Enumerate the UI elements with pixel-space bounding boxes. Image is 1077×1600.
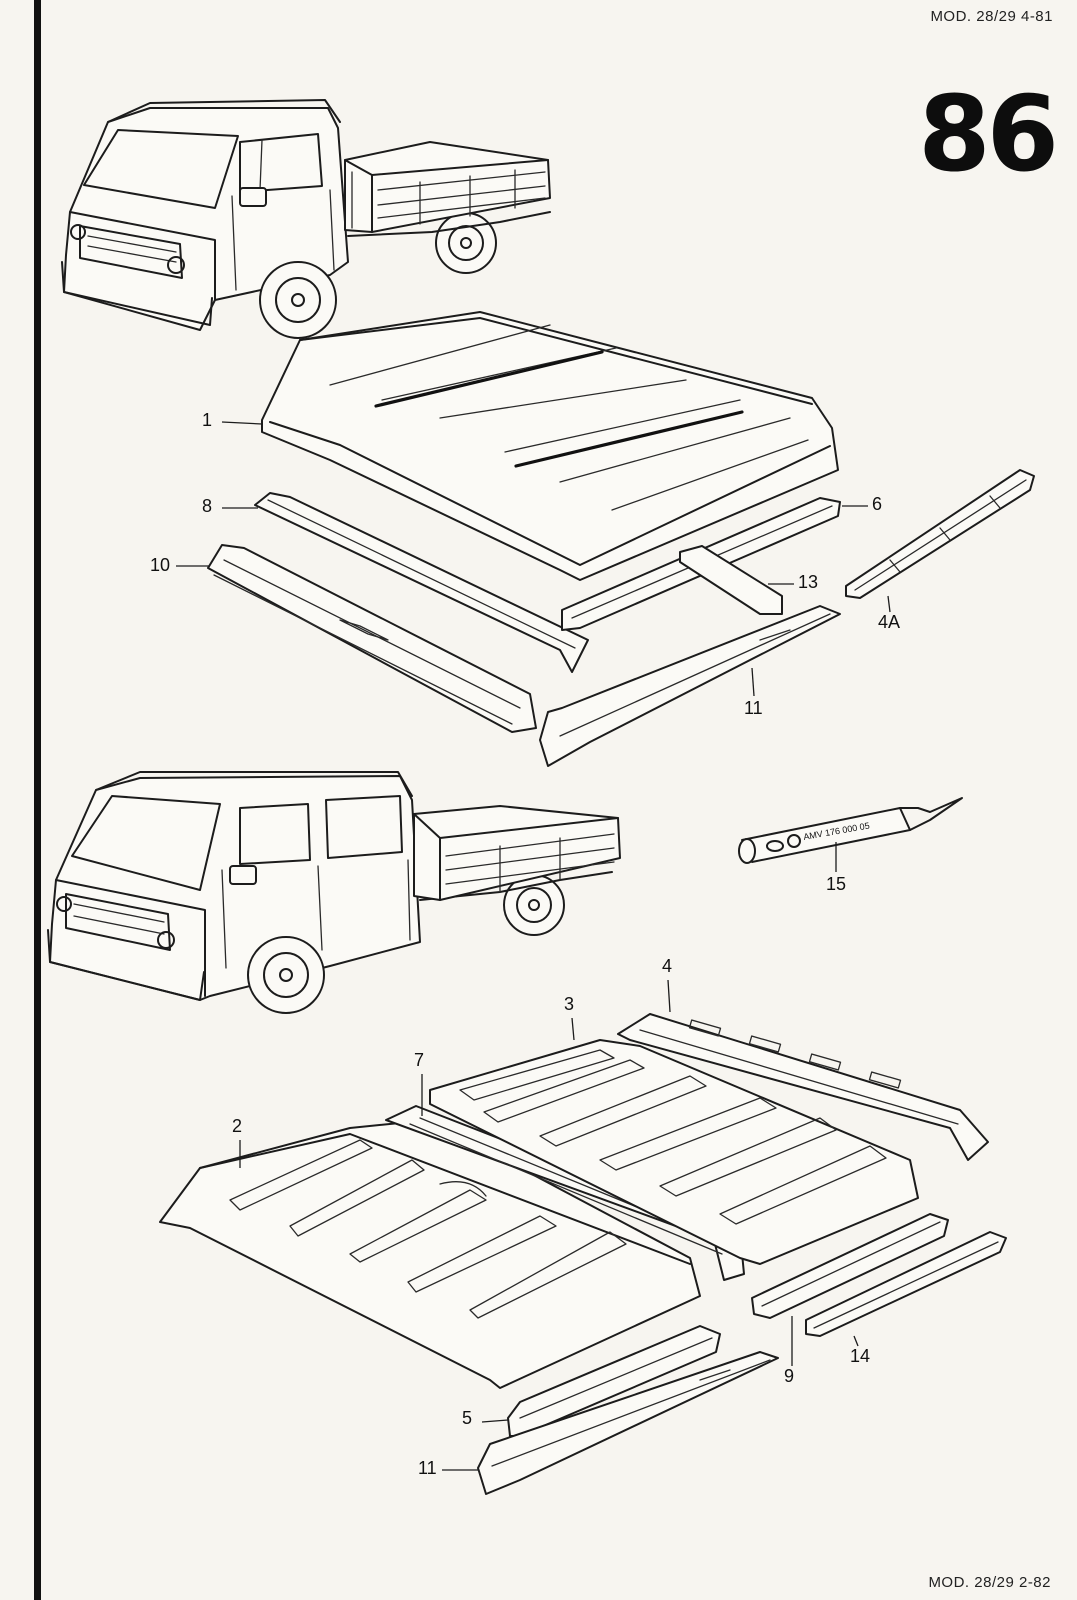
callout-10: 10 <box>150 555 171 575</box>
callout-1: 1 <box>202 410 213 430</box>
model-header-bottom: MOD. 28/29 2-82 <box>928 1574 1051 1591</box>
model-header-top: MOD. 28/29 4-81 <box>930 8 1053 25</box>
callout-7: 7 <box>414 1050 425 1070</box>
callout-13: 13 <box>798 572 819 592</box>
callout-11-top: 11 <box>744 698 763 718</box>
roof-panel-double-cab-front <box>159 1119 701 1389</box>
callout-15: 15 <box>826 874 847 894</box>
sealant-tube-icon: AMV 176 000 05 <box>738 797 963 864</box>
roof-rails-single-cab <box>207 469 1035 767</box>
callout-leaders <box>176 421 891 1471</box>
callout-6: 6 <box>872 494 883 514</box>
roof-panel-double-cab-rear <box>429 1039 919 1265</box>
callout-4a: 4A <box>878 612 901 632</box>
page-number: 86 <box>918 73 1059 195</box>
callout-4: 4 <box>662 956 673 976</box>
roof-panel-single-cab <box>261 311 839 581</box>
callout-5: 5 <box>462 1408 473 1428</box>
single-cab-pickup-icon <box>61 99 551 339</box>
callout-3: 3 <box>564 994 575 1014</box>
callout-9: 9 <box>784 1366 795 1386</box>
callout-14: 14 <box>850 1346 871 1366</box>
roof-side-strips-double-cab <box>477 1213 1007 1495</box>
binding-edge <box>34 0 41 1600</box>
callout-11-bottom: 11 <box>418 1458 437 1478</box>
callout-2: 2 <box>232 1116 243 1136</box>
double-cab-pickup-icon <box>47 771 621 1014</box>
callout-8: 8 <box>202 496 213 516</box>
roof-rail-rear <box>617 1013 989 1161</box>
